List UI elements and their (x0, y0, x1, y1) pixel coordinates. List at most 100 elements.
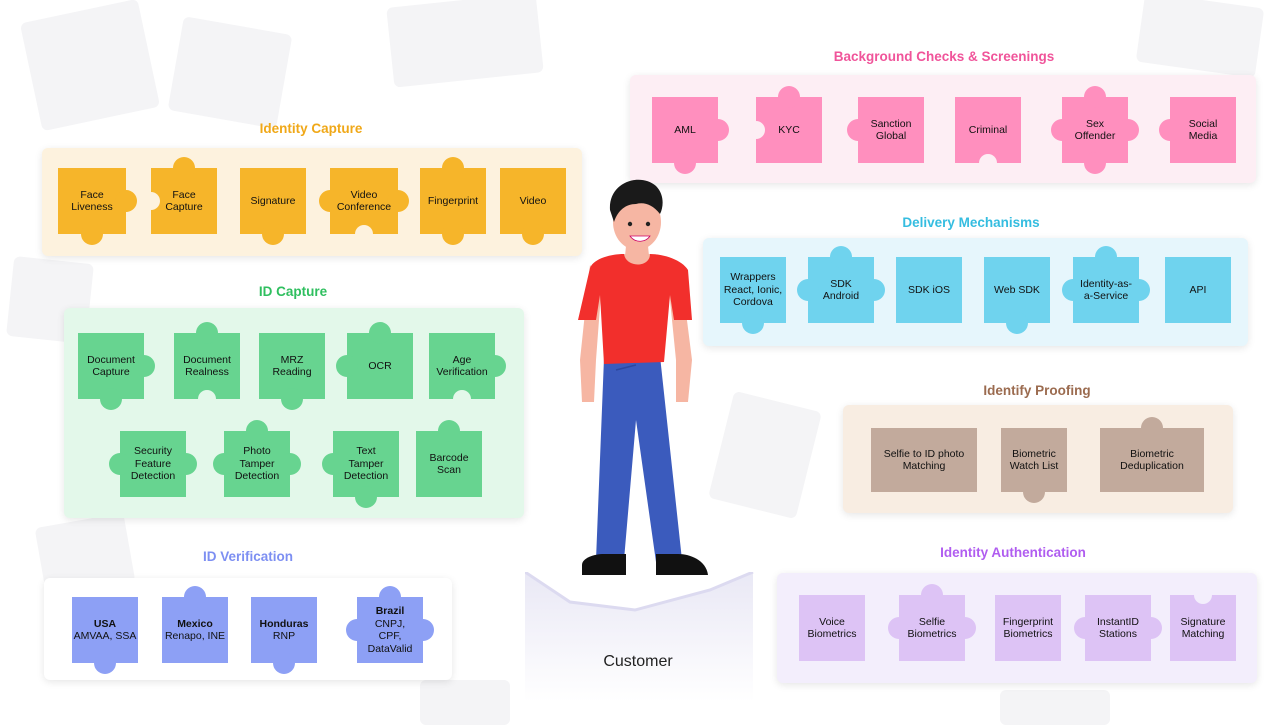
background-checks-piece-criminal: Criminal (955, 97, 1021, 172)
piece-label: Biometrics (907, 628, 957, 640)
piece-label: Detection (130, 470, 176, 483)
piece-label: Document (183, 353, 231, 366)
piece-label: CNPJ, (374, 617, 406, 630)
piece-label: Reading (272, 366, 312, 378)
piece-label: API (1189, 283, 1207, 296)
piece-label: Media (1188, 130, 1218, 142)
piece-label: Selfie to ID photo (883, 447, 965, 460)
piece-label: MRZ (280, 353, 304, 366)
piece-label: Realness (185, 366, 229, 378)
piece-label: Watch List (1009, 460, 1059, 472)
piece-label: Age (452, 353, 472, 366)
piece-label: Deduplication (1120, 460, 1184, 472)
piece-label: RNP (272, 630, 296, 642)
background-checks-panel (630, 75, 1256, 183)
piece-label: Photo (243, 445, 271, 458)
piece-label: Text (356, 445, 376, 458)
piece-label: Wrappers (730, 271, 776, 284)
piece-label: Feature (134, 457, 172, 470)
identity-capture-piece-video: Video (500, 168, 566, 245)
background-puzzle-piece (708, 390, 822, 520)
piece-label: DataValid (367, 642, 413, 655)
piece-label: Capture (165, 201, 203, 213)
piece-label: Matching (902, 460, 946, 472)
piece-label: Cordova (733, 296, 773, 309)
piece-label: Biometric (1130, 447, 1174, 460)
background-puzzle-piece (386, 0, 544, 88)
piece-label: CPF, (378, 630, 402, 642)
customer-figure (578, 179, 708, 575)
piece-label: React, Ionic, (723, 283, 783, 296)
delivery-piece-identity-as-a-service: Identity-as-a-Service (1062, 246, 1150, 323)
piece-label: Signature (250, 194, 296, 207)
piece-label: Signature (1180, 615, 1226, 628)
piece-label: a-Service (1083, 290, 1129, 302)
piece-label-country: USA (93, 617, 117, 630)
customer-pedestal (525, 572, 754, 702)
piece-label: Sex (1085, 117, 1105, 130)
piece-label: Voice (819, 615, 845, 628)
piece-label: Biometric (1012, 447, 1056, 460)
piece-label: Criminal (968, 123, 1008, 136)
background-puzzle-piece (1135, 0, 1265, 79)
background-checks-title: Background Checks & Screenings (833, 49, 1055, 64)
background-puzzle-piece (19, 0, 161, 132)
piece-label: Android (822, 290, 860, 302)
piece-label: Global (875, 130, 907, 142)
delivery-piece-sdk-ios: SDK iOS (896, 257, 962, 323)
piece-label: Scan (437, 464, 461, 476)
piece-label: Security (134, 445, 172, 458)
customer-label: Customer (603, 653, 673, 670)
piece-label: Barcode (429, 451, 469, 464)
piece-label: Selfie (918, 615, 946, 628)
piece-label: AMVAA, SSA (73, 630, 137, 642)
background-checks-piece-aml: AML (652, 97, 729, 174)
piece-label: Face (172, 188, 196, 201)
piece-label: Liveness (71, 201, 113, 213)
piece-label: Capture (92, 366, 130, 378)
id-verification-title: ID Verification (202, 549, 294, 564)
piece-label: Biometrics (1003, 628, 1053, 640)
identity-capture-piece-signature: Signature (240, 168, 306, 245)
piece-label-country: Mexico (177, 617, 213, 630)
delivery-piece-web-sdk: Web SDK (984, 257, 1050, 334)
piece-label: Document (87, 353, 135, 366)
piece-label: SDK (830, 277, 852, 290)
identity-capture-title: Identity Capture (259, 121, 363, 136)
piece-label: Tamper (348, 457, 384, 470)
piece-label: InstantID (1096, 615, 1140, 628)
piece-label: Tamper (239, 457, 275, 470)
background-puzzle-piece (167, 16, 293, 129)
piece-label: Fingerprint (1002, 615, 1054, 628)
piece-label: Fingerprint (427, 194, 479, 207)
piece-label: Renapo, INE (164, 630, 226, 642)
identify-proofing-title: Identify Proofing (983, 383, 1091, 398)
piece-label: Detection (343, 470, 389, 483)
identity-authentication-title: Identity Authentication (940, 545, 1086, 560)
identity-capture-piece-fingerprint: Fingerprint (420, 157, 486, 245)
piece-label: Identity-as- (1080, 277, 1132, 290)
